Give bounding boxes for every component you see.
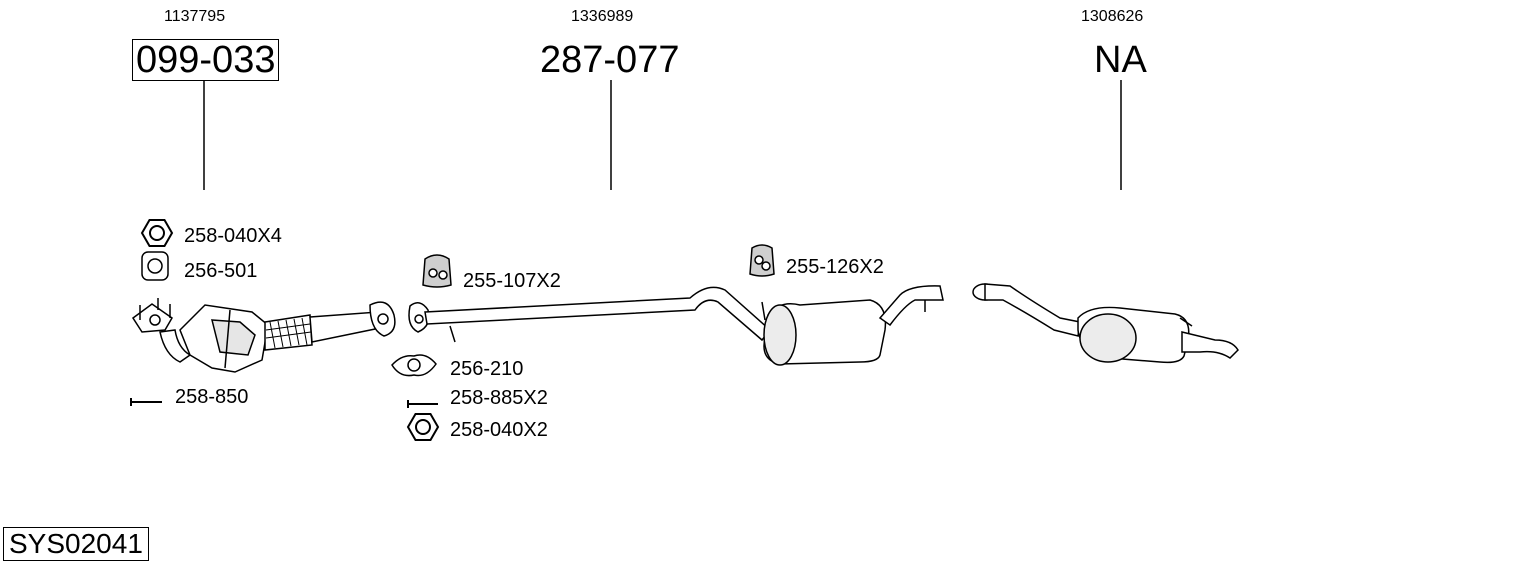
rubber-mount-icon [422, 254, 452, 288]
oe-number-1: 1137795 [164, 8, 226, 25]
gasket-mid-icon [391, 354, 437, 377]
label-nut-front[interactable]: 258-040X4 [184, 225, 282, 247]
part-number-centre-silencer[interactable]: 287-077 [540, 39, 680, 81]
hex-nut-icon [140, 219, 174, 247]
label-nut-mid[interactable]: 258-040X2 [450, 419, 548, 441]
bolt-icon [130, 398, 162, 406]
label-bolt-front[interactable]: 258-850 [175, 386, 249, 408]
label-gasket-mid[interactable]: 256-210 [450, 358, 524, 380]
label-rubber-mount-2[interactable]: 255-126X2 [786, 256, 884, 278]
label-rubber-mount-1[interactable]: 255-107X2 [463, 270, 561, 292]
label-bolt-mid[interactable]: 258-885X2 [450, 387, 548, 409]
system-code: SYS02041 [3, 527, 149, 561]
part-number-rear-silencer[interactable]: NA [1094, 39, 1147, 81]
gasket-icon [141, 251, 169, 281]
catalytic-converter-icon [131, 298, 396, 373]
hex-nut-mid-icon [406, 413, 440, 441]
label-gasket-front[interactable]: 256-501 [184, 260, 258, 282]
rear-silencer-icon [972, 283, 1239, 364]
oe-number-2: 1336989 [571, 8, 634, 25]
rubber-mount-2-icon [749, 244, 775, 277]
part-number-catalyst[interactable]: 099-033 [132, 39, 280, 81]
centre-silencer-icon [408, 285, 944, 366]
bolt-mid-icon [407, 400, 438, 408]
oe-number-3: 1308626 [1081, 8, 1144, 25]
